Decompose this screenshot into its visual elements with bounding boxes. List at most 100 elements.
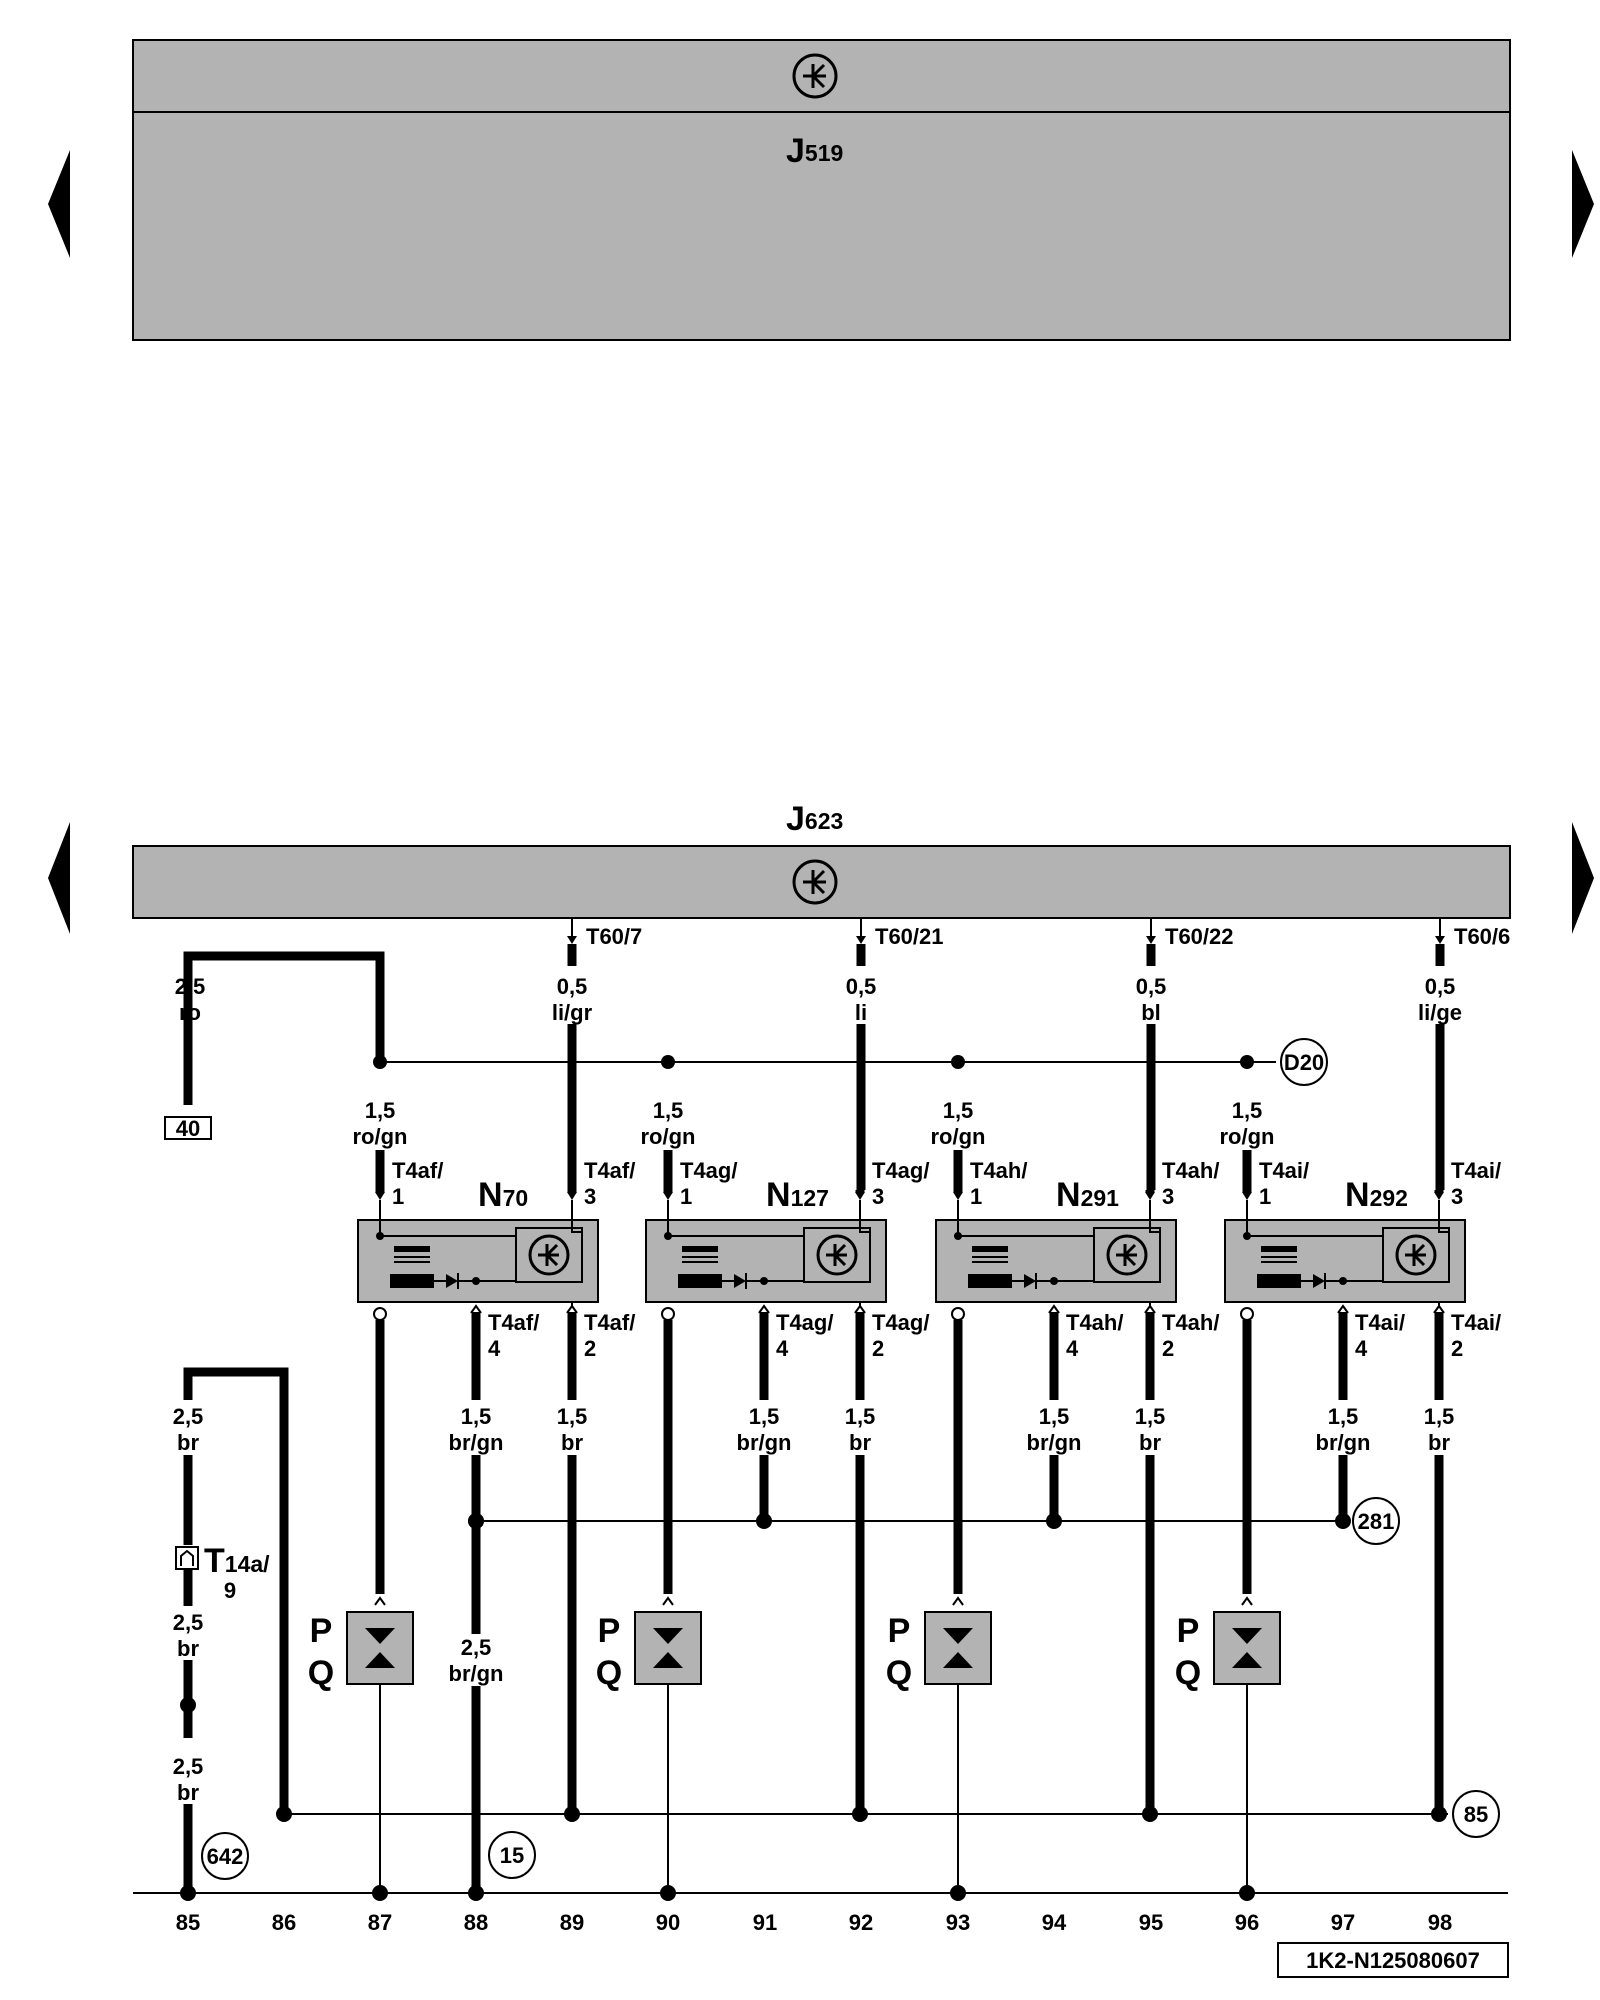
spark-electrode-icon: [653, 1652, 683, 1668]
control-unit-j519: J519: [132, 39, 1511, 341]
connector-pin-icon: [180, 1549, 194, 1566]
supply-wire: [183, 951, 385, 1105]
supply-wire-color: ro: [179, 1000, 201, 1025]
pin-wire-color: li/ge: [1418, 1000, 1462, 1025]
coil-name: N127: [766, 1176, 829, 1214]
spark-plug-p: P: [598, 1612, 621, 1650]
terminal-40-box: [164, 1116, 212, 1140]
coil-name: N70: [478, 1176, 528, 1214]
icon-stroke: [833, 1253, 847, 1267]
coil-pin1-label: T4ah/: [970, 1158, 1027, 1183]
junction-dot: [180, 1885, 196, 1901]
junction-dot: [951, 1055, 965, 1069]
coil-name: N292: [1345, 1176, 1408, 1214]
coil-pin4-number: 4: [1066, 1336, 1079, 1361]
pin4-wire-cross-section: 1,5: [749, 1404, 780, 1429]
electronic-module-icon: [792, 859, 838, 905]
pin-arrow-icon: [1337, 1304, 1349, 1314]
terminal-40-label: 40: [176, 1116, 200, 1141]
coil-pin4-number: 4: [488, 1336, 501, 1361]
j519-label: J519: [786, 132, 843, 170]
icon-stroke: [1123, 1243, 1137, 1257]
pin-arrow-icon: [758, 1304, 770, 1314]
coil-winding: [390, 1274, 434, 1288]
spark-plug-q: Q: [886, 1654, 912, 1692]
coil-internal-line: [1438, 1220, 1449, 1233]
electronic-module-icon: [816, 1234, 858, 1276]
track-number: 89: [560, 1910, 584, 1935]
junction-dot: [660, 1885, 676, 1901]
icon-stroke: [833, 1243, 847, 1257]
pin-wire-color: li: [855, 1000, 867, 1025]
prev-page-arrow-icon[interactable]: [48, 822, 70, 934]
diagram-code: 1K2-N125080607: [1306, 1948, 1480, 1973]
pin-arrow-icon: [567, 936, 577, 944]
coil-supply-cross-section: 1,5: [365, 1098, 396, 1123]
pin4-wire-cross-section: 1,5: [1039, 1404, 1070, 1429]
spark-plug-q: Q: [1175, 1654, 1201, 1692]
pin4-wire-color: br/gn: [1316, 1430, 1371, 1455]
coil-pin3-number: 3: [1162, 1184, 1174, 1209]
coil-supply-cross-section: 1,5: [1232, 1098, 1263, 1123]
pin4-wire-cross-section: 1,5: [461, 1404, 492, 1429]
coil-pin4-number: 4: [1355, 1336, 1368, 1361]
pin-arrow-icon: [663, 1192, 673, 1200]
icon-ring: [1395, 1234, 1437, 1276]
spark-plug-body: [346, 1611, 414, 1685]
track-number: 86: [272, 1910, 296, 1935]
prev-page-arrow-icon[interactable]: [48, 150, 70, 258]
junction-dot: [276, 1806, 292, 1822]
pin-arrow-icon: [1241, 1596, 1253, 1606]
icon-ring: [816, 1234, 858, 1276]
track-number: 91: [753, 1910, 777, 1935]
pin-wire-cross-section: 0,5: [557, 974, 588, 999]
spark-electrode-icon: [653, 1628, 683, 1644]
coil-internal-dot: [1339, 1277, 1347, 1285]
hv-output-terminal: [373, 1307, 387, 1321]
pin2-wire-color: br: [1428, 1430, 1450, 1455]
pin-label: T60/21: [875, 924, 944, 949]
coil-pin3-label: T4ah/: [1162, 1158, 1219, 1183]
spark-plug-q: Q: [308, 1654, 334, 1692]
coil-pin3-number: 3: [1451, 1184, 1463, 1209]
component-layer: [164, 936, 1500, 1880]
coil-winding: [678, 1274, 722, 1288]
pin4-wire-color: br/gn: [737, 1430, 792, 1455]
coil-name: N291: [1056, 1176, 1119, 1214]
pin-arrow-icon: [1434, 1192, 1444, 1200]
ignition-coil-module: [357, 1219, 599, 1303]
pin-wire-cross-section: 0,5: [1425, 974, 1456, 999]
pin-arrow-icon: [374, 1596, 386, 1606]
left-br-wire-color: br: [177, 1636, 199, 1661]
spark-plug-p: P: [1177, 1612, 1200, 1650]
left-br-wire-cross-section: 2,5: [173, 1754, 204, 1779]
next-page-arrow-icon[interactable]: [1572, 150, 1594, 258]
coil-pin1-number: 1: [680, 1184, 692, 1209]
ref-85-text: 85: [1464, 1802, 1488, 1827]
connector-pin: 9: [224, 1578, 236, 1603]
coil-pin1-number: 1: [392, 1184, 404, 1209]
diode-icon: [734, 1274, 746, 1288]
pin2-wire-cross-section: 1,5: [1135, 1404, 1166, 1429]
pin2-wire-cross-section: 1,5: [845, 1404, 876, 1429]
pin-arrow-icon: [1145, 1192, 1155, 1200]
coil-winding: [968, 1274, 1012, 1288]
track-number: 87: [368, 1910, 392, 1935]
coil-pin4-label: T4af/: [488, 1310, 539, 1335]
next-page-arrow-icon[interactable]: [1572, 822, 1594, 934]
coil-winding: [682, 1246, 718, 1252]
coil-pin4-label: T4ai/: [1355, 1310, 1405, 1335]
left-br-wire-color: br: [177, 1430, 199, 1455]
track-number: 93: [946, 1910, 970, 1935]
icon-ring: [528, 1234, 570, 1276]
coil-pin2-label: T4ag/: [872, 1310, 929, 1335]
pin-arrow-icon: [953, 1192, 963, 1200]
spark-plug-q: Q: [596, 1654, 622, 1692]
pin-arrow-icon: [1433, 1304, 1445, 1314]
wire-layer: [133, 918, 1508, 1901]
ignition-coil-module: [1224, 1219, 1466, 1303]
coil-internal-dot: [376, 1232, 384, 1240]
coil-pin2-number: 2: [584, 1336, 596, 1361]
coil-pin2-number: 2: [1162, 1336, 1174, 1361]
